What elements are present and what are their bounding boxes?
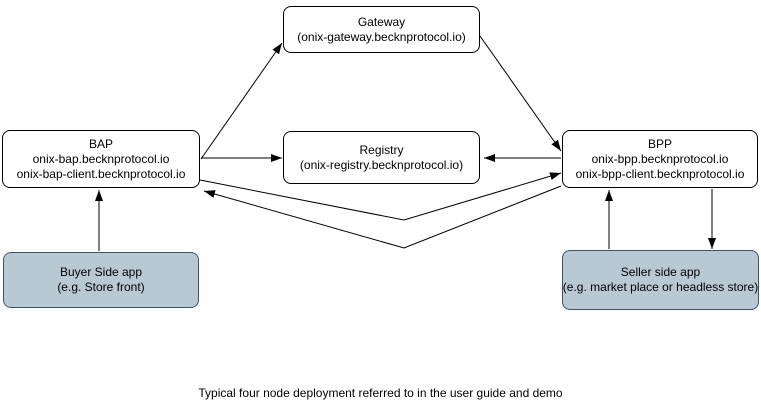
connector-bpp-to-bap xyxy=(203,185,562,249)
seller-app-example: (e.g. market place or headless store) xyxy=(562,280,759,294)
buyer-app-example: (e.g. Store front) xyxy=(57,280,145,294)
buyer-app-title: Buyer Side app xyxy=(59,265,143,279)
seller-app-title: Seller side app xyxy=(620,265,701,279)
bap-client-domain: onix-bap-client.becknprotocol.io xyxy=(16,166,186,181)
node-buyer-side-app: Buyer Side app (e.g. Store front) xyxy=(3,252,199,308)
diagram-caption: Typical four node deployment referred to… xyxy=(198,386,563,400)
node-bpp: BPP onix-bpp.becknprotocol.io onix-bpp-c… xyxy=(562,130,758,188)
node-seller-side-app: Seller side app (e.g. market place or he… xyxy=(562,250,759,310)
node-gateway: Gateway (onix-gateway.becknprotocol.io) xyxy=(283,6,480,53)
node-registry: Registry (onix-registry.becknprotocol.io… xyxy=(283,131,480,184)
registry-domain: (onix-registry.becknprotocol.io) xyxy=(299,157,464,172)
connector-bap-to-gateway xyxy=(200,42,283,160)
gateway-domain: (onix-gateway.becknprotocol.io) xyxy=(297,29,466,44)
node-bap: BAP onix-bap.becknprotocol.io onix-bap-c… xyxy=(2,130,200,188)
bap-domain: onix-bap.becknprotocol.io xyxy=(32,151,170,166)
bap-title: BAP xyxy=(88,136,113,151)
connector-gateway-to-bpp xyxy=(479,35,562,152)
bpp-client-domain: onix-bpp-client.becknprotocol.io xyxy=(575,166,745,181)
bpp-title: BPP xyxy=(647,136,672,151)
bpp-domain: onix-bpp.becknprotocol.io xyxy=(591,151,729,166)
gateway-title: Gateway xyxy=(357,14,406,29)
registry-title: Registry xyxy=(359,142,404,157)
